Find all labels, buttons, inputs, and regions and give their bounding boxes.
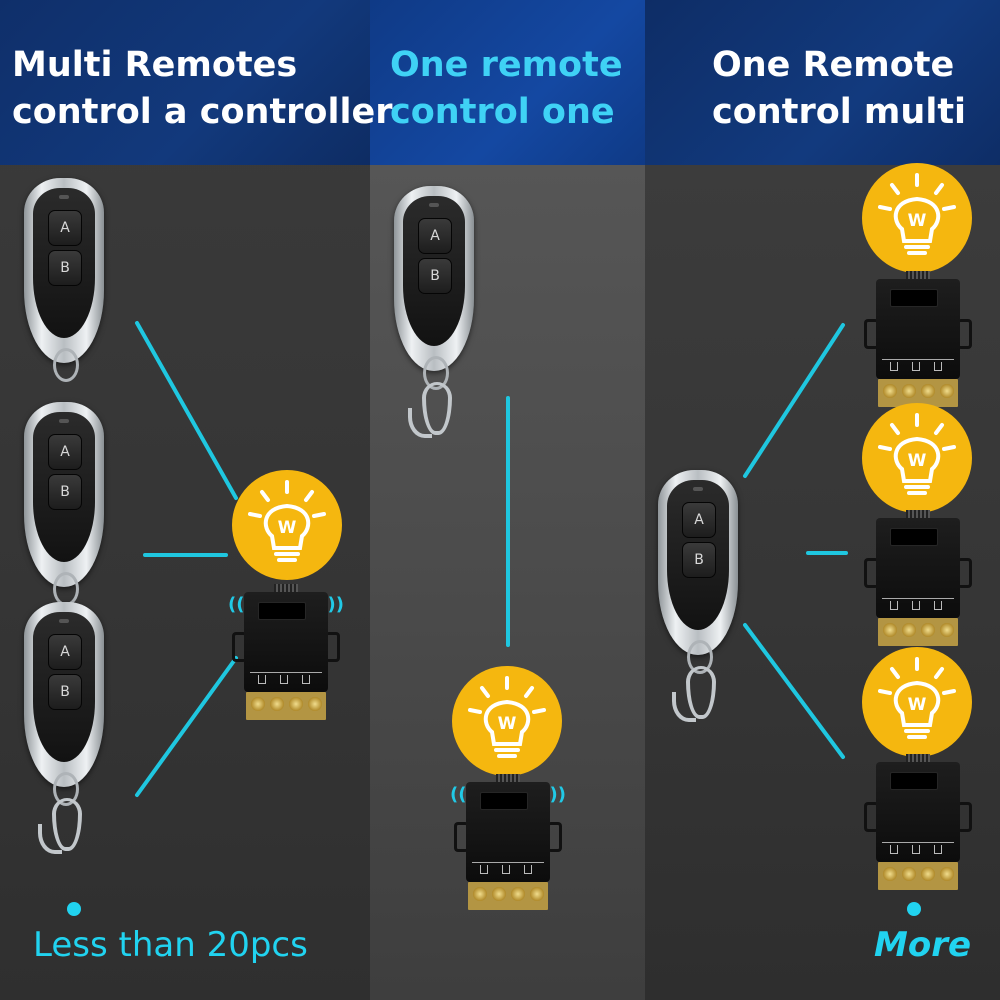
remote-button-a: A	[48, 210, 82, 246]
line-remote-to-module-1	[743, 323, 845, 478]
heading-left-line-1: Multi Remotes	[12, 45, 298, 85]
heading-one-remote-one: One remote control one	[390, 42, 623, 136]
remote-button-a: A	[418, 218, 452, 254]
remote-button-a: A	[48, 634, 82, 670]
bullet-dot-left	[67, 902, 81, 916]
keyring-icon	[53, 348, 79, 382]
line-remote3-to-module	[135, 656, 238, 797]
header-middle-bg	[370, 0, 645, 165]
remote-button-b: B	[418, 258, 452, 294]
heading-one-remote-multi: One Remote control multi	[712, 42, 966, 136]
footer-more: More	[874, 925, 972, 965]
remote-button-a: A	[682, 502, 716, 538]
heading-right-line-2: control multi	[712, 92, 967, 132]
footer-less-than-20pcs: Less than 20pcs	[33, 925, 308, 965]
svg-text:W: W	[908, 451, 927, 471]
signal-waves-icon: ))	[327, 594, 344, 615]
svg-text:W: W	[908, 695, 927, 715]
clasp-hook-icon	[672, 692, 696, 722]
header-left-bg	[0, 0, 370, 165]
svg-text:W: W	[908, 211, 927, 231]
clasp-hook-icon	[38, 824, 62, 854]
remote-button-b: B	[48, 674, 82, 710]
bulb-icon-right-3: W	[862, 647, 972, 757]
svg-text:W: W	[498, 714, 517, 734]
bulb-icon-right-1: W	[862, 163, 972, 273]
keyring-icon	[53, 572, 79, 606]
bulb-icon-right-2: W	[862, 403, 972, 513]
bulb-icon-left: W	[232, 470, 342, 580]
bullet-dot-right	[907, 902, 921, 916]
heading-multi-remotes: Multi Remotes control a controller	[12, 42, 392, 136]
bulb-icon-middle: W	[452, 666, 562, 776]
line-remote1-to-bulb	[135, 321, 238, 500]
svg-text:W: W	[278, 518, 297, 538]
clasp-hook-icon	[408, 408, 432, 438]
remote-button-b: B	[48, 250, 82, 286]
heading-middle-line-1: One remote	[390, 45, 623, 85]
remote-button-a: A	[48, 434, 82, 470]
remote-button-b: B	[48, 474, 82, 510]
signal-waves-icon: ))	[549, 784, 566, 805]
header-right-bg	[645, 0, 1000, 165]
remote-button-b: B	[682, 542, 716, 578]
signal-waves-icon: ((	[450, 784, 467, 805]
heading-right-line-1: One Remote	[712, 45, 955, 85]
signal-waves-icon: ((	[228, 594, 245, 615]
heading-middle-line-2: control one	[390, 92, 615, 132]
line-remote-to-module-3	[743, 623, 845, 759]
heading-left-line-2: control a controller	[12, 92, 393, 132]
